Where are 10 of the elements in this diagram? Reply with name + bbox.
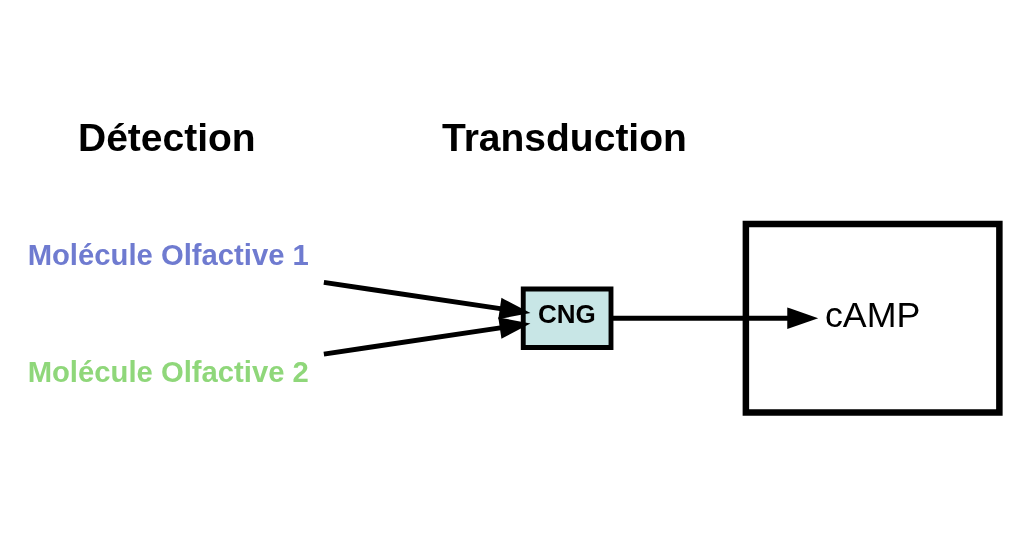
arrow	[323, 316, 531, 356]
label: Transduction	[442, 115, 687, 159]
node-text: Molécule Olfactive 1	[27, 238, 309, 271]
label: Détection	[78, 115, 256, 159]
cluster	[742, 220, 1003, 416]
arrow	[323, 279, 531, 319]
node-text: Molécule Olfactive 2	[27, 355, 309, 388]
node-text: cAMP	[824, 294, 921, 335]
arrow	[611, 306, 819, 329]
node-box: CNG	[520, 286, 614, 350]
